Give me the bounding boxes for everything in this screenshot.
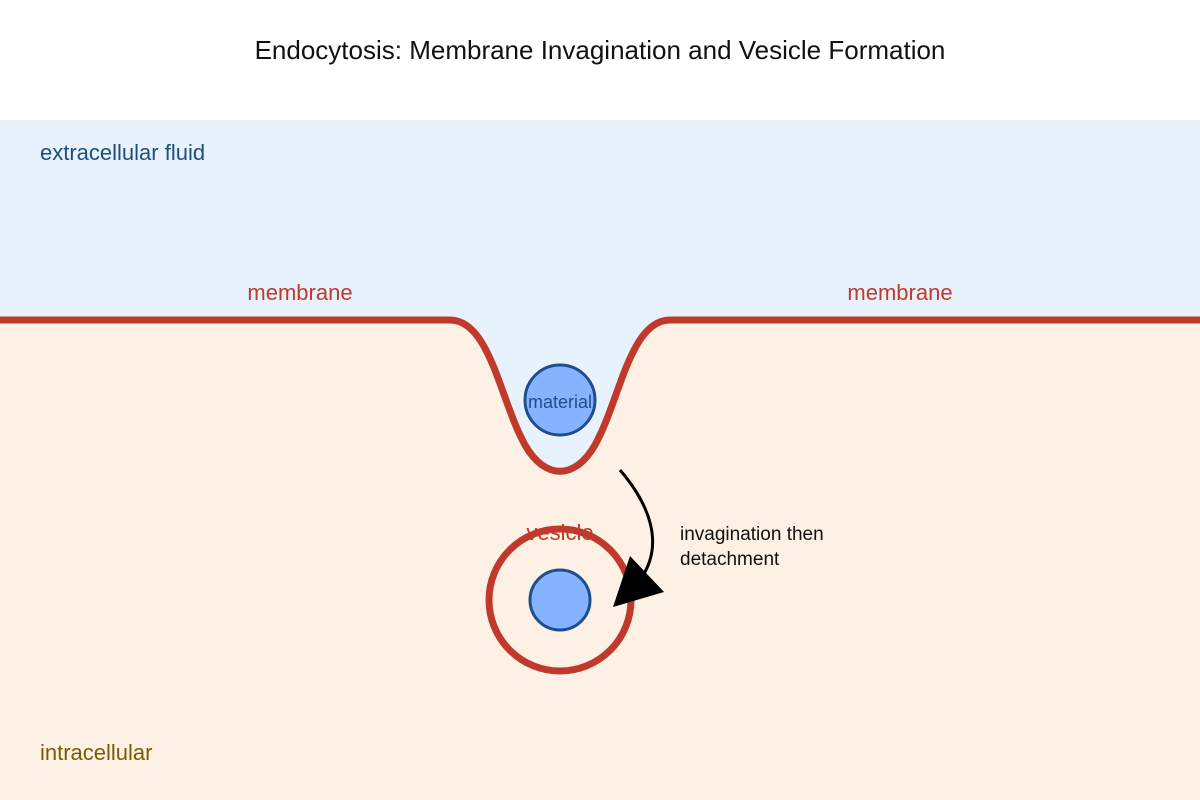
membrane-label-right: membrane [847,280,952,305]
annotation-line-1: invagination then [680,524,824,545]
annotation-line-2: detachment [680,549,780,570]
diagram-title: Endocytosis: Membrane Invagination and V… [255,35,946,65]
intracellular-label: intracellular [40,740,153,765]
process-arrowhead [613,556,664,607]
extracellular-region [0,120,1200,320]
material-particle: material [523,363,597,437]
plasma-membrane [0,316,1200,475]
extracellular-label: extracellular fluid [40,140,205,165]
vesicle-material [528,568,592,632]
material-label: material [528,392,592,412]
process-arrow [618,469,655,581]
membrane-label-left: membrane [247,280,352,305]
